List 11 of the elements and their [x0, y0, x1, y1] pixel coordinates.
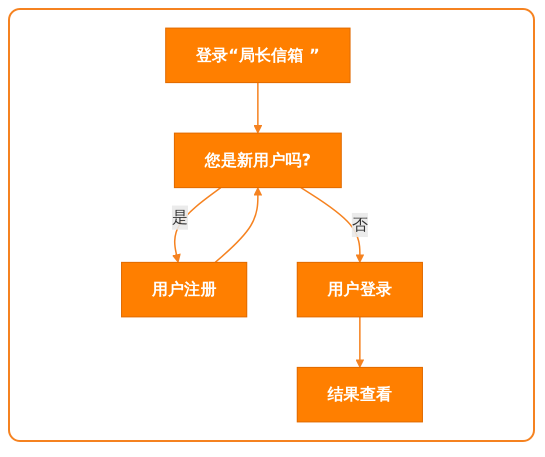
- arrow: [214, 187, 262, 263]
- edge-label: 否: [351, 214, 368, 234]
- arrow: [300, 187, 364, 263]
- node-box: [120, 262, 247, 318]
- node-box: [173, 132, 342, 188]
- edge-label: 是: [171, 208, 188, 227]
- arrow: [354, 316, 364, 368]
- node-box: [296, 262, 422, 318]
- node-box: [164, 28, 350, 84]
- arrow: [252, 82, 262, 134]
- node-box: [296, 366, 422, 422]
